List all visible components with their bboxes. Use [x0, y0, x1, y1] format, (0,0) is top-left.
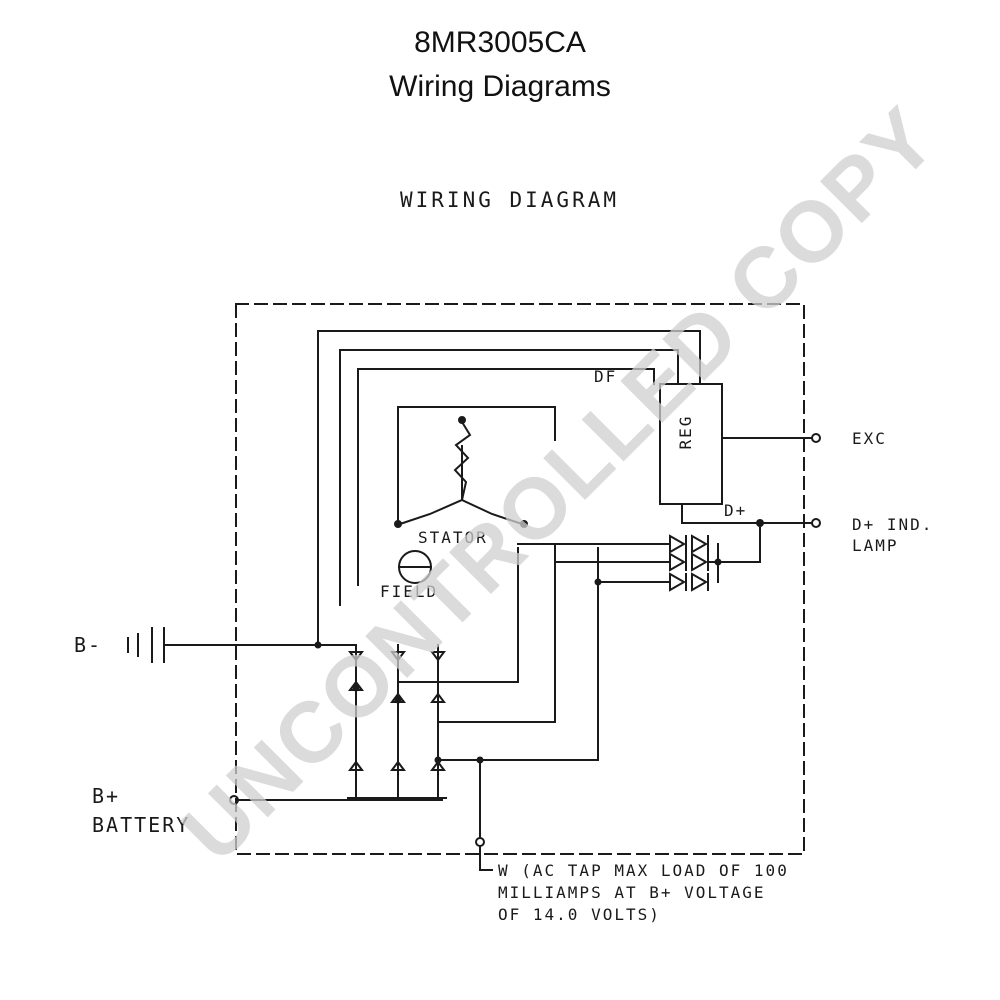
- diagram-title: WIRING DIAGRAM: [400, 188, 619, 212]
- wire-loop-2: [339, 349, 679, 606]
- stator-winding: [398, 420, 524, 526]
- label-d-plus: D+: [724, 501, 747, 520]
- w-note-line-1: W (AC TAP MAX LOAD OF 100: [498, 861, 789, 880]
- w-note-line-2: MILLIAMPS AT B+ VOLTAGE: [498, 883, 766, 902]
- diode-trio: [669, 522, 761, 592]
- stator-node-right: [520, 520, 528, 528]
- d-plus-junction: [756, 519, 764, 527]
- label-lamp: LAMP: [852, 536, 899, 555]
- d-plus-terminal: [811, 518, 821, 528]
- wire-loop-1: [317, 330, 701, 646]
- label-b-minus: B-: [74, 633, 102, 657]
- wire-loop-4: [397, 406, 556, 525]
- stator-node-left: [394, 520, 402, 528]
- page-subtitle: Wiring Diagrams: [389, 70, 611, 103]
- label-b-plus: B+: [92, 784, 120, 808]
- alternator-housing-outline: [235, 303, 805, 855]
- label-df: DF: [594, 367, 617, 386]
- exc-terminal: [811, 433, 821, 443]
- junction-dots: [314, 558, 722, 764]
- page-title: 8MR3005CA: [414, 26, 586, 59]
- label-stator: STATOR: [418, 528, 488, 547]
- ground-symbol: [127, 627, 165, 663]
- label-exc: EXC: [852, 429, 887, 448]
- rectifier-bridge: [347, 644, 481, 799]
- label-reg: REG: [676, 415, 695, 450]
- w-tap-wire: [479, 759, 493, 871]
- w-note-line-3: OF 14.0 VOLTS): [498, 905, 661, 924]
- label-field: FIELD: [380, 582, 438, 601]
- wire-loop-3: [357, 368, 655, 586]
- stator-lead-c: [437, 547, 599, 761]
- label-d-plus-ind: D+ IND.: [852, 515, 933, 534]
- regulator-box: [659, 383, 723, 505]
- d-plus-wire: [681, 503, 813, 524]
- stator-node-top: [458, 416, 466, 424]
- b-plus-terminal: [229, 795, 239, 805]
- label-battery: BATTERY: [92, 813, 190, 837]
- w-terminal: [475, 837, 485, 847]
